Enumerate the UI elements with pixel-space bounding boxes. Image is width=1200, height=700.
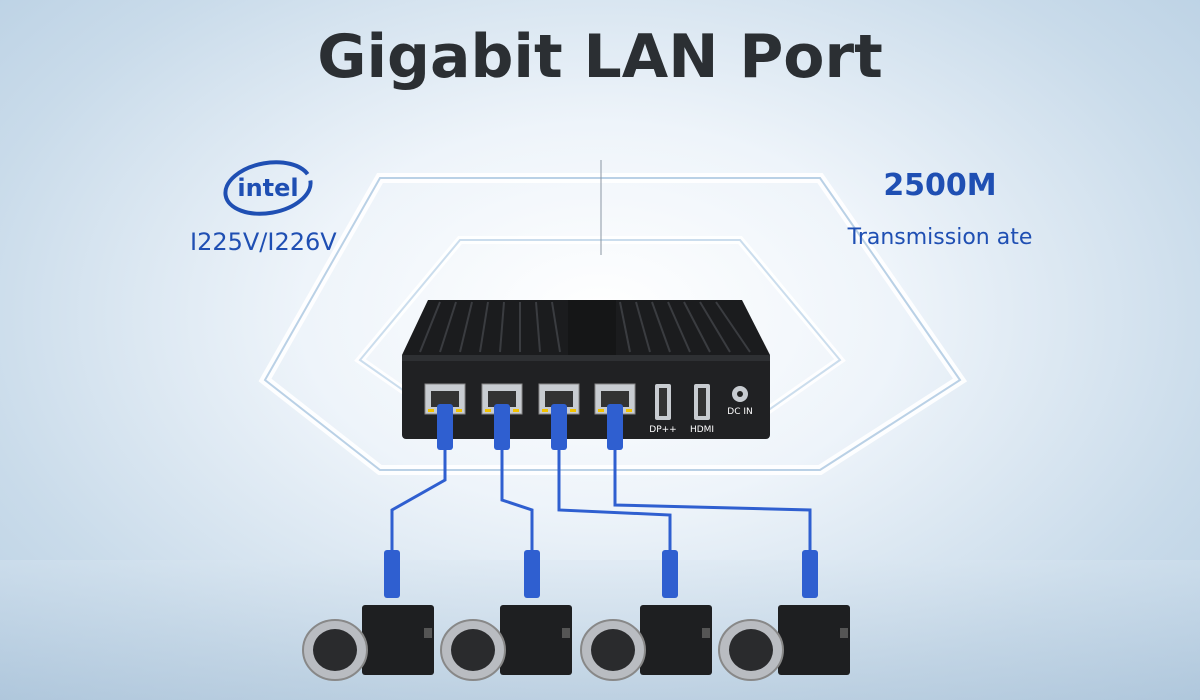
svg-text:intel: intel — [237, 174, 298, 202]
dp-port: DP++ — [649, 384, 677, 435]
industrial-camera-3 — [580, 605, 712, 681]
intel-logo: intel — [223, 160, 313, 216]
dc-in-port: DC IN — [727, 386, 753, 417]
industrial-camera-1 — [302, 605, 434, 681]
speed-value: 2500M — [883, 168, 997, 203]
page-title: Gigabit LAN Port — [317, 22, 883, 92]
device-plugs — [437, 404, 623, 450]
svg-text:DC IN: DC IN — [727, 407, 752, 417]
industrial-camera-2 — [440, 605, 572, 681]
heatsink — [402, 300, 770, 355]
svg-text:DP++: DP++ — [649, 425, 676, 435]
speed-caption: Transmission ate — [847, 225, 1033, 250]
lan-port-4 — [594, 383, 636, 415]
ethernet-cables — [390, 450, 812, 550]
chip-model-label: I225V/I226V — [190, 228, 337, 256]
hdmi-port: HDMI — [690, 384, 714, 435]
industrial-camera-4 — [718, 605, 850, 681]
svg-text:HDMI: HDMI — [690, 425, 714, 435]
camera-plugs — [384, 550, 818, 598]
